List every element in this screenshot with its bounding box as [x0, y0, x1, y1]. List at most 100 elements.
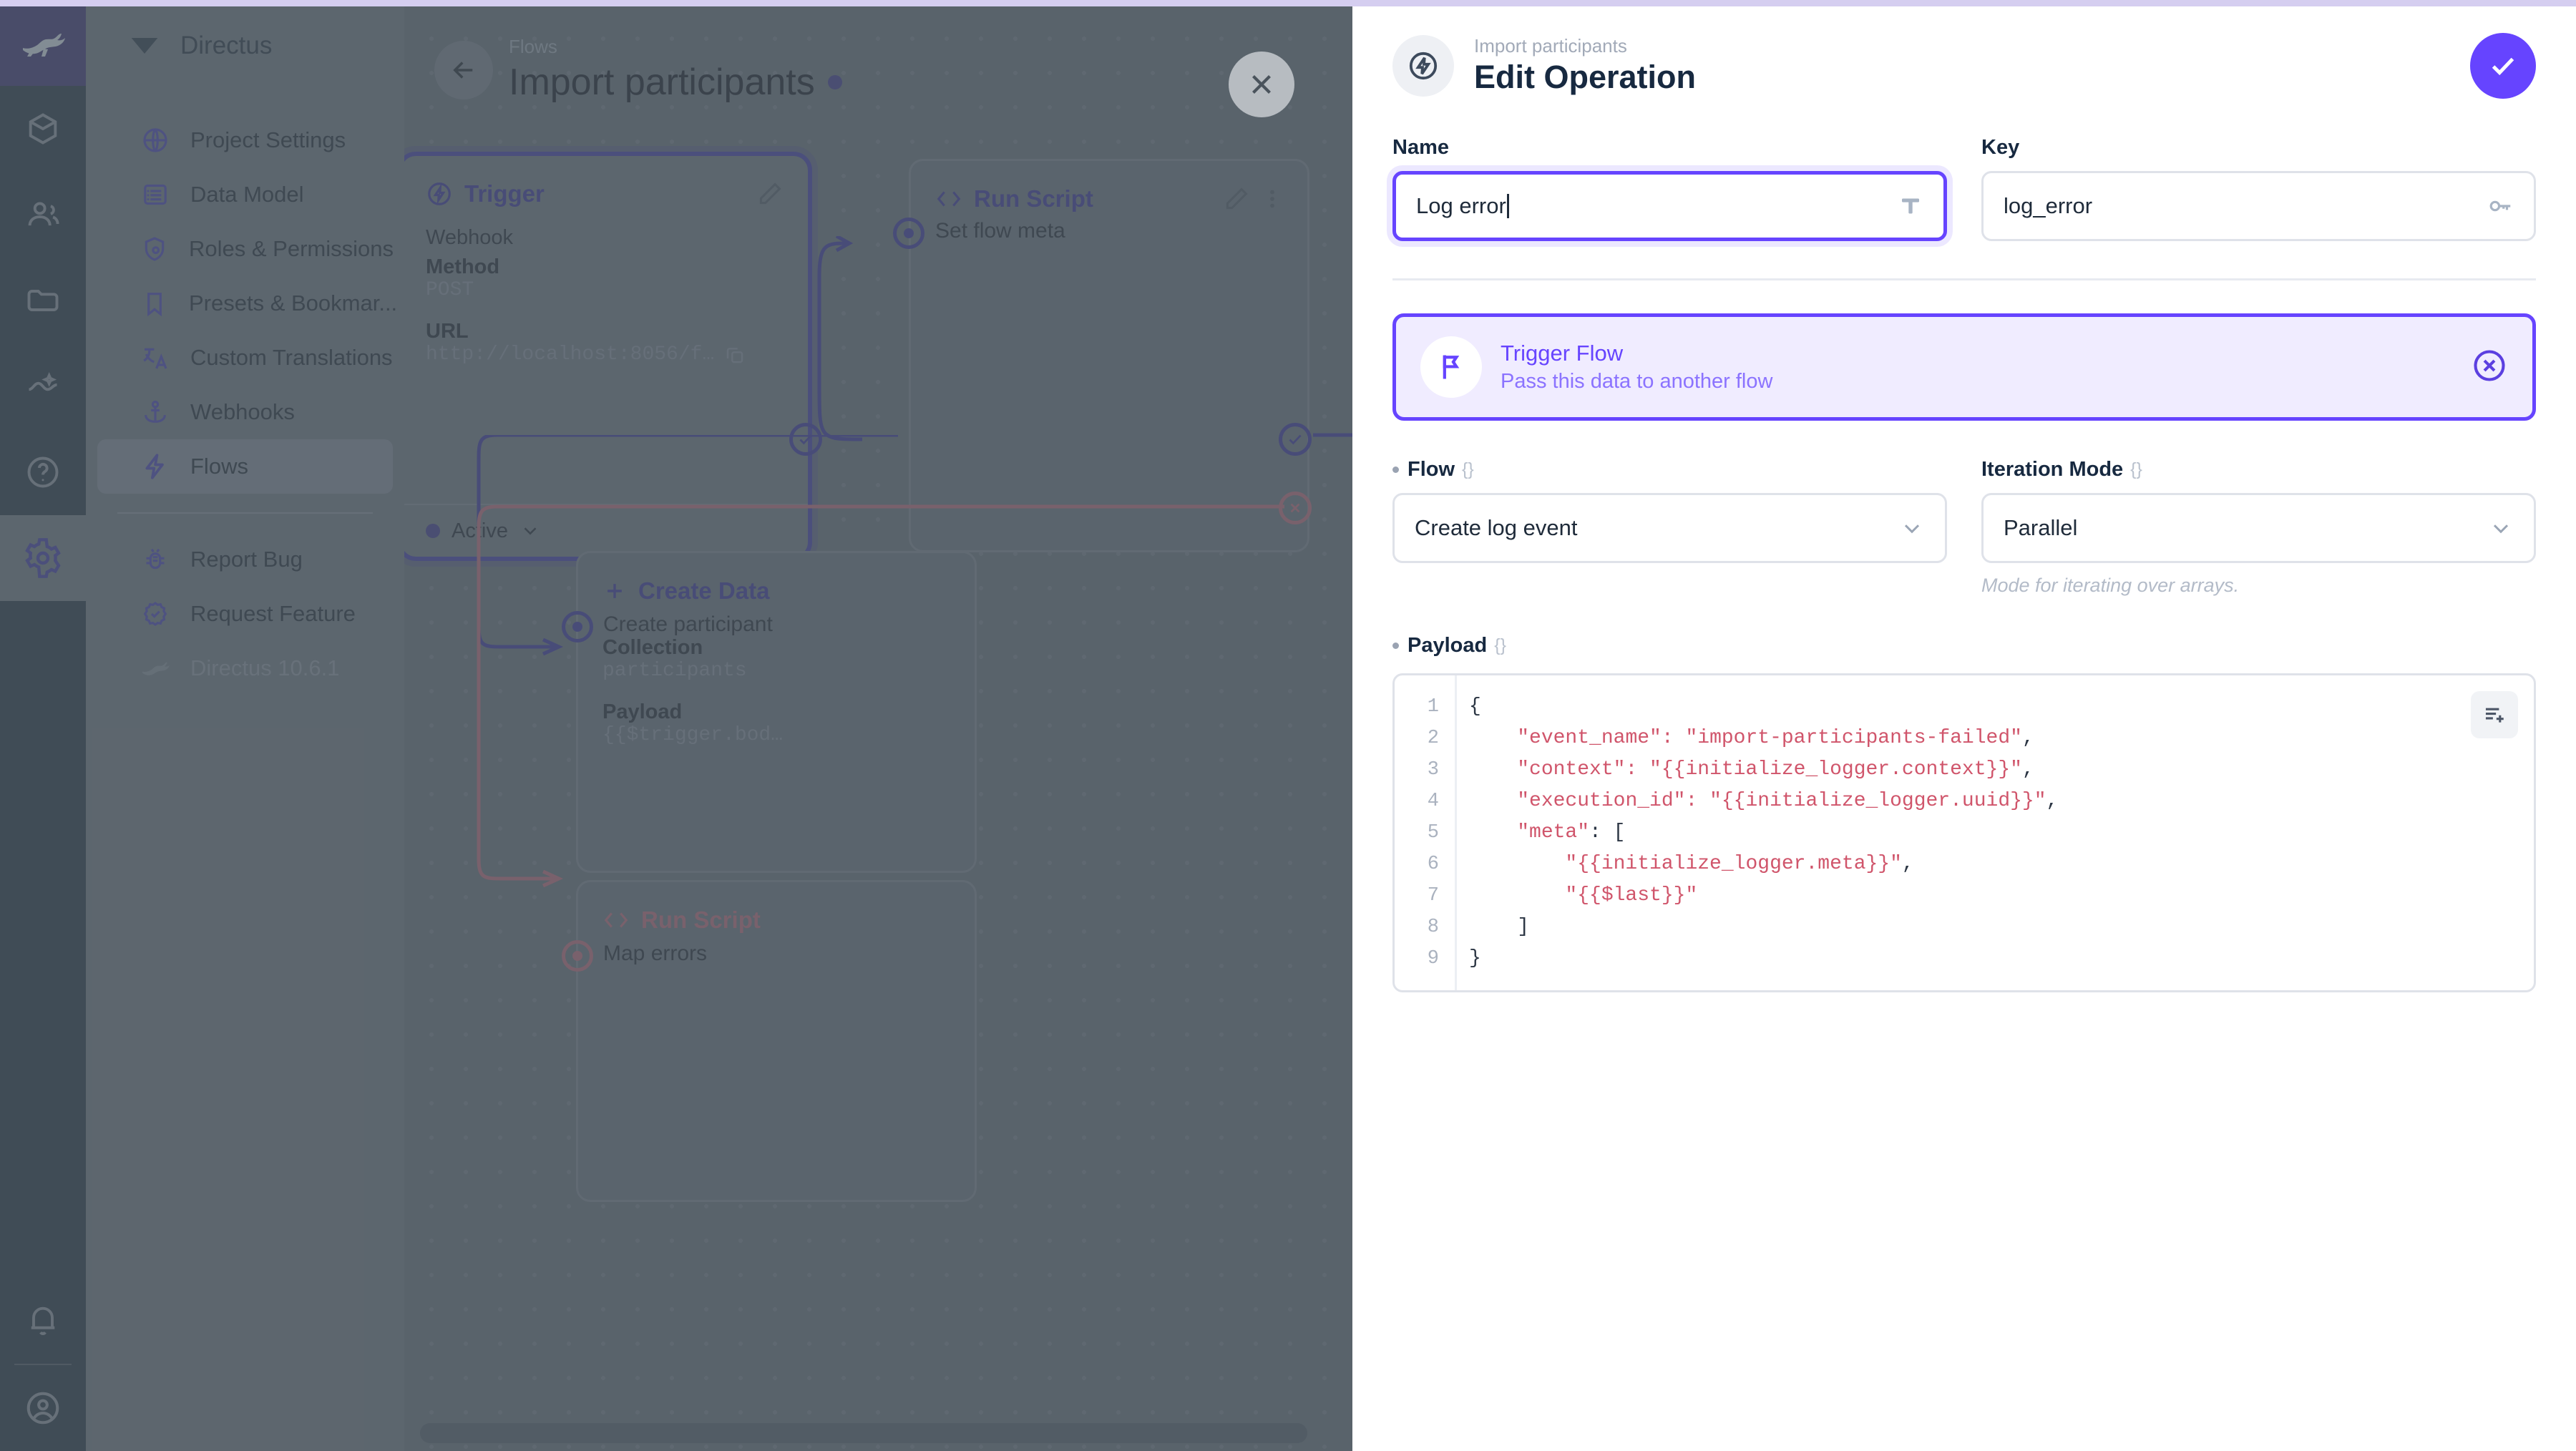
code-line-content: "meta": [ [1517, 821, 1626, 844]
node-title: Map errors [603, 942, 708, 965]
code-brackets-icon [604, 912, 628, 928]
operation-type-subtitle: Pass this data to another flow [1501, 370, 1773, 394]
close-drawer-button[interactable] [1229, 52, 1294, 117]
operation-type-card[interactable]: Trigger Flow Pass this data to another f… [1392, 313, 2536, 421]
flow-node-trigger[interactable]: Trigger Webhook Method POST URL http://l… [404, 152, 812, 561]
sidebar-item-data-model[interactable]: Data Model [97, 167, 393, 222]
flow-select[interactable]: Create log event [1392, 493, 1947, 563]
rail-item-files[interactable] [0, 258, 86, 343]
rail-item-insights[interactable] [0, 343, 86, 429]
gear-icon [25, 538, 61, 578]
rail-item-content[interactable] [0, 86, 86, 172]
sidebar-item-label: Custom Translations [190, 345, 393, 370]
plus-icon [608, 584, 622, 598]
sidebar-item-flows[interactable]: Flows [97, 439, 393, 494]
rail-divider [14, 1364, 72, 1365]
rabbit-logo-icon [23, 34, 65, 57]
name-input[interactable]: Log error [1392, 171, 1947, 241]
node-success-badge[interactable] [789, 423, 822, 456]
app-underlay: Directus Project Settings Data Model Rol… [0, 0, 1352, 1451]
rail-item-docs[interactable] [0, 429, 86, 515]
flow-node-map-errors[interactable]: Run Script [576, 880, 977, 1202]
help-circle-icon [27, 456, 59, 488]
insert-lines-icon[interactable] [2471, 691, 2518, 738]
save-button[interactable] [2470, 33, 2536, 99]
payload-label-wrap: Payload {} [1392, 634, 2536, 658]
drawer-header-text: Import participants Edit Operation [1474, 34, 2470, 98]
key-field-group: Key log_error [1981, 136, 2536, 241]
chevron-down-icon [1904, 524, 1920, 534]
iteration-label: Iteration Mode [1981, 458, 2124, 481]
code-line-number: 4 [1427, 791, 1439, 812]
rail-item-users[interactable] [0, 172, 86, 258]
module-rail [0, 0, 86, 1451]
text-format-icon [1898, 193, 1923, 219]
clear-operation-button[interactable] [2471, 347, 2508, 388]
sidebar-version: Directus 10.6.1 [97, 641, 393, 695]
node-type-label: Run Script [641, 907, 761, 933]
operation-type-text: Trigger Flow Pass this data to another f… [1501, 338, 2471, 396]
dots-vertical-icon[interactable] [1262, 185, 1283, 212]
operation-avatar [1392, 35, 1454, 97]
edit-operation-drawer: Import participants Edit Operation Name … [1352, 0, 2576, 1451]
rail-item-logo[interactable] [0, 0, 86, 86]
sidebar-item-label: Webhooks [190, 399, 295, 424]
sidebar-item-roles-permissions[interactable]: Roles & Permissions [97, 222, 394, 276]
code-lines: 1{2 "event_name": "import-participants-f… [1395, 691, 2534, 974]
sidebar-item-label: Presets & Bookmar... [189, 290, 398, 316]
drawer-header: Import participants Edit Operation [1352, 0, 2576, 99]
code-line: 3 "context": "{{initialize_logger.contex… [1395, 754, 2534, 786]
sidebar-divider [117, 512, 373, 514]
node-row-label: Payload [602, 700, 683, 723]
sidebar-item-presets-bookmarks[interactable]: Presets & Bookmar... [97, 276, 397, 331]
box-icon [29, 113, 57, 145]
flow-label-wrap: Flow {} [1392, 458, 1947, 482]
breadcrumb[interactable]: Flows [509, 36, 557, 57]
sidebar-item-project-settings[interactable]: Project Settings [97, 113, 393, 167]
page-title-text: Import participants [509, 62, 815, 103]
node-input-port[interactable] [562, 611, 593, 643]
close-icon [1252, 75, 1271, 94]
bug-icon [140, 544, 170, 575]
back-button[interactable] [434, 40, 493, 99]
pencil-icon[interactable] [756, 180, 784, 207]
pencil-icon[interactable] [1223, 185, 1250, 212]
node-row-value: participants [602, 660, 747, 682]
bolt-circle-icon [1409, 52, 1438, 80]
node-input-port[interactable] [893, 218, 924, 249]
code-line: 9} [1395, 943, 2534, 974]
payload-code-editor[interactable]: 1{2 "event_name": "import-participants-f… [1392, 673, 2536, 992]
scrollbar-thumb[interactable] [420, 1423, 1307, 1443]
code-line-number: 8 [1427, 917, 1439, 938]
rail-item-account[interactable] [0, 1365, 86, 1451]
code-line: 5 "meta": [ [1395, 817, 2534, 849]
copy-icon[interactable] [724, 344, 746, 366]
rail-item-notifications[interactable] [0, 1278, 86, 1364]
page-loading-bar [0, 0, 2576, 6]
sidebar-item-webhooks[interactable]: Webhooks [97, 385, 393, 439]
flow-node-run-script[interactable]: Run Script [909, 159, 1309, 552]
sidebar-item-request-feature[interactable]: Request Feature [97, 587, 393, 641]
name-key-row: Name Log error Key log_error [1392, 136, 2536, 241]
key-input[interactable]: log_error [1981, 171, 2536, 241]
key-label: Key [1981, 136, 2020, 159]
iteration-help-text: Mode for iterating over arrays. [1981, 575, 2240, 596]
drawer-form: Name Log error Key log_error [1352, 136, 2576, 241]
rail-item-settings[interactable] [0, 515, 86, 601]
iteration-select[interactable]: Parallel [1981, 493, 2536, 563]
code-gutter-divider [1455, 675, 1457, 990]
code-line-number: 2 [1427, 728, 1439, 749]
node-type-label: Create Data [638, 577, 770, 604]
user-circle-icon [26, 1392, 59, 1425]
flow-canvas[interactable]: Flows Import participants Trigger Webhoo… [404, 0, 1352, 1451]
chevron-down-icon[interactable] [519, 520, 541, 542]
canvas-horizontal-scrollbar[interactable] [404, 1422, 1352, 1444]
node-row-payload: Payload {{$trigger.bod… [602, 700, 950, 746]
drawer-dim-overlay[interactable] [0, 0, 1352, 1451]
sidebar-item-report-bug[interactable]: Report Bug [97, 532, 393, 587]
node-input-port[interactable] [562, 940, 593, 972]
sidebar-item-custom-translations[interactable]: Custom Translations [97, 331, 393, 385]
flow-node-create-data[interactable]: Create Data Collection participants Payl… [576, 551, 977, 873]
node-success-badge[interactable] [1279, 423, 1312, 456]
name-label: Name [1392, 136, 1449, 159]
